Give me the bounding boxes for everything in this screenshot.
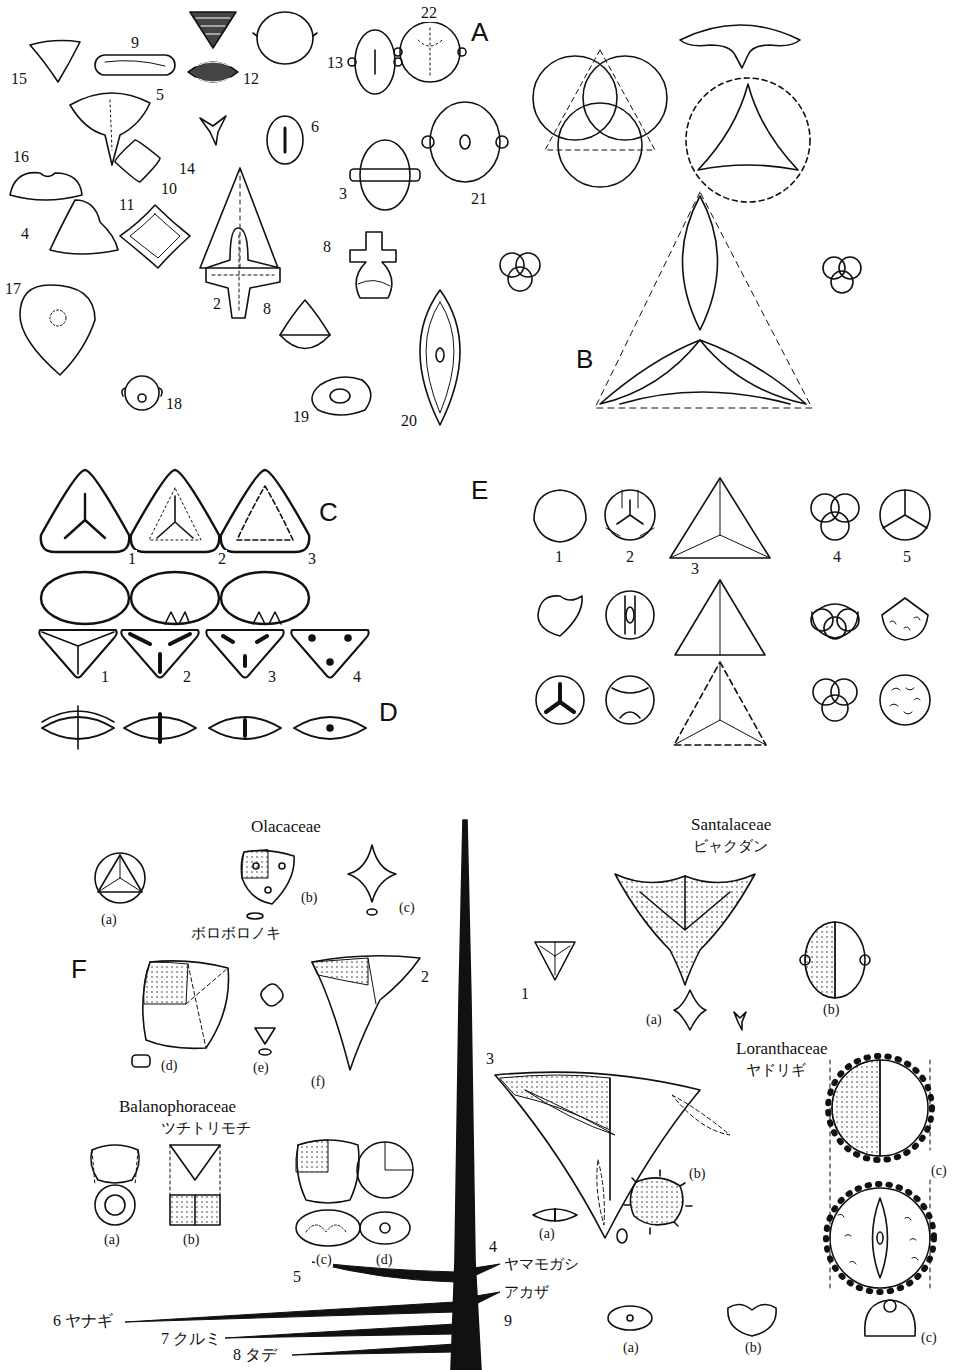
callout-number: 6 — [310, 118, 320, 136]
panel-letter: E — [470, 476, 489, 505]
taxon-name: ボロボロノキ — [190, 925, 282, 942]
callout-number: 19 — [292, 408, 310, 426]
panel-letter: D — [378, 698, 399, 727]
taxon-name: Santalaceae — [690, 816, 772, 835]
sub-label: (b) — [822, 1002, 840, 1017]
sub-label: (c) — [930, 1163, 948, 1178]
taxon-name: ヤドリギ — [745, 1062, 807, 1079]
callout-number: 5 — [155, 86, 165, 104]
callout-number: 2 — [182, 668, 192, 686]
taxon-name: Olacaceae — [250, 818, 322, 837]
callout-number: 9 — [130, 34, 140, 52]
taxon-name: ビャクダン — [692, 838, 769, 855]
panel-letter: A — [470, 18, 489, 47]
sub-label: (a) — [622, 1340, 640, 1355]
callout-number: 10 — [160, 180, 178, 198]
sub-label: (c) — [398, 900, 416, 915]
sub-label: (a) — [645, 1012, 663, 1027]
panel-letter: C — [318, 498, 339, 527]
sub-label: (d) — [375, 1252, 393, 1267]
callout-number: 16 — [12, 148, 30, 166]
sub-label: (f) — [310, 1074, 326, 1089]
taxon-name: 6 ヤナギ — [52, 1312, 114, 1330]
callout-number: 1 — [554, 548, 564, 566]
callout-number: 2 — [212, 295, 222, 313]
callout-number: 17 — [4, 280, 22, 298]
callout-number: 5 — [292, 1268, 302, 1286]
taxon-name: Loranthaceae — [735, 1040, 829, 1059]
callout-number: 14 — [178, 160, 196, 178]
sub-label: (b) — [182, 1232, 200, 1247]
sub-label: (b) — [688, 1166, 706, 1181]
callout-number: 4 — [832, 548, 842, 566]
callout-number: 3 — [338, 185, 348, 203]
callout-number: 5 — [902, 548, 912, 566]
callout-number: 18 — [165, 395, 183, 413]
sub-label: (a) — [538, 1226, 556, 1241]
sub-label: (a) — [100, 912, 118, 927]
taxon-name: ヤマモガシ — [503, 1256, 580, 1273]
panel-letter: F — [70, 955, 88, 984]
taxon-name: ツチトリモチ — [160, 1120, 252, 1137]
taxon-name: アカザ — [503, 1284, 550, 1301]
sub-label: (d) — [160, 1058, 178, 1073]
callout-number: 20 — [400, 412, 418, 430]
sub-label: (e) — [252, 1060, 270, 1075]
callout-number: 12 — [242, 70, 260, 88]
panel-letter: B — [575, 345, 594, 374]
callout-number: 3 — [485, 1050, 495, 1068]
callout-number: 1 — [520, 985, 530, 1003]
callout-number: 15 — [10, 70, 28, 88]
callout-number: 13 — [326, 54, 344, 72]
sub-label: (b) — [744, 1340, 762, 1355]
callout-number: 3 — [267, 668, 277, 686]
callout-number: 3 — [307, 550, 317, 568]
callout-number: 11 — [118, 196, 135, 214]
callout-number: 2 — [420, 968, 430, 986]
taxon-name: Balanophoraceae — [118, 1098, 237, 1117]
sub-label: (a) — [103, 1232, 121, 1247]
callout-number: 2 — [625, 548, 635, 566]
sub-label: (c) — [315, 1252, 333, 1267]
taxon-name: 8 タデ — [232, 1346, 278, 1364]
callout-number: 1 — [127, 550, 137, 568]
callout-number: 22 — [420, 4, 438, 22]
callout-number: 4 — [352, 668, 362, 686]
callout-number: 8 — [322, 238, 332, 256]
callout-number: 21 — [470, 190, 488, 208]
callout-number: 1 — [100, 668, 110, 686]
callout-number: 8 — [262, 300, 272, 318]
taxon-name: 7 クルミ — [160, 1330, 222, 1348]
callout-number: 3 — [690, 560, 700, 578]
callout-number: 2 — [217, 550, 227, 568]
sub-label: (b) — [300, 890, 318, 905]
callout-number: 9 — [503, 1312, 513, 1330]
sub-label: (c) — [920, 1330, 938, 1345]
callout-number: 4 — [20, 225, 30, 243]
callout-number: 4 — [488, 1238, 498, 1256]
